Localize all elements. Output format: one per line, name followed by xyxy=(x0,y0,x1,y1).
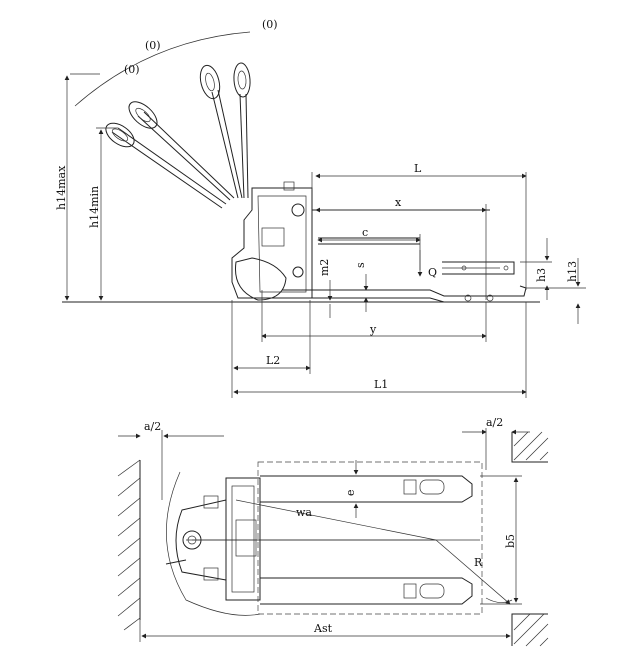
right-wall-top xyxy=(511,431,549,463)
label-a2-right: a/2 xyxy=(486,416,503,429)
label-h3: h3 xyxy=(535,268,548,282)
tiller-handles xyxy=(105,62,251,209)
fork-side xyxy=(282,261,527,303)
label-h14max: h14max xyxy=(55,165,68,210)
label-Ast: Ast xyxy=(313,622,333,635)
turning-arc-left xyxy=(166,471,261,616)
label-L1: L1 xyxy=(374,378,388,391)
truck-body-top xyxy=(165,477,261,601)
aisle-pallet-outline xyxy=(257,461,483,615)
label-m2: m2 xyxy=(318,259,331,276)
label-h13: h13 xyxy=(566,261,579,282)
label-L: L xyxy=(414,162,422,175)
label-a2-left: a/2 xyxy=(144,420,161,433)
label-wa: wa xyxy=(296,506,312,519)
label-L2: L2 xyxy=(266,354,280,367)
top-view: e wa R b5 a/2 a/2 Ast xyxy=(117,416,549,647)
angle-label-2: (0) xyxy=(145,39,161,52)
dim-wa xyxy=(235,499,437,541)
label-y: y xyxy=(369,323,377,336)
fork-top xyxy=(260,475,473,605)
dim-R xyxy=(435,539,511,605)
label-c: c xyxy=(362,226,368,239)
right-wall-bottom xyxy=(511,613,549,647)
label-R: R xyxy=(474,556,483,569)
left-wall xyxy=(117,459,141,631)
label-x: x xyxy=(395,196,402,209)
tiller-arc xyxy=(74,31,251,107)
label-s: s xyxy=(354,262,367,268)
angle-label-1: (0) xyxy=(124,63,140,76)
turning-arc-right xyxy=(485,597,513,603)
label-Q: Q xyxy=(428,266,437,279)
label-h14min: h14min xyxy=(88,186,101,228)
label-b5: b5 xyxy=(504,534,517,548)
truck-body-side xyxy=(231,181,490,301)
angle-label-3: (0) xyxy=(262,18,278,31)
side-view: (0) (0) (0) xyxy=(55,18,586,398)
label-e: e xyxy=(344,489,357,496)
